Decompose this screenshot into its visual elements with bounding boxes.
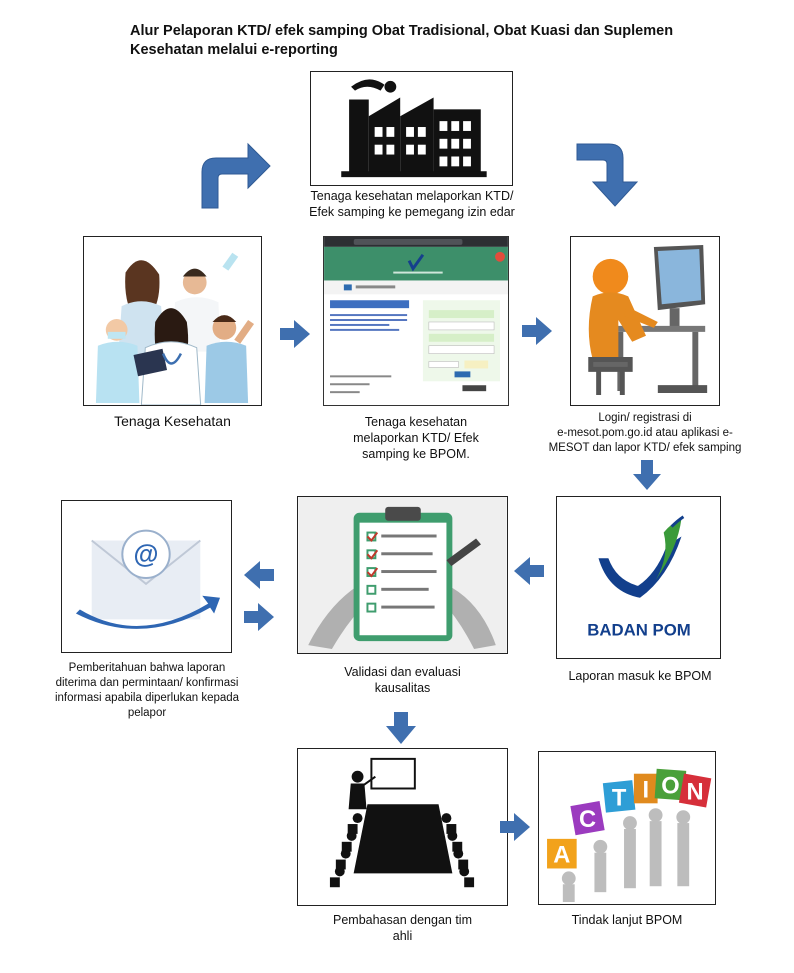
caption-laporan-masuk: Laporan masuk ke BPOM (568, 669, 712, 683)
svg-text:@: @ (133, 541, 158, 569)
factory-box (310, 71, 513, 186)
arrow-right-4 (500, 813, 530, 841)
curved-arrow-right-down (575, 138, 645, 210)
meeting-box (297, 748, 508, 906)
action-letter-o: O (661, 773, 679, 799)
bpom-logo-box: BADAN POM (556, 496, 721, 659)
arrow-down-1 (633, 460, 661, 490)
caption-pembahasan: Pembahasan dengan tim ahli (333, 913, 472, 943)
health-workers-box (83, 236, 262, 406)
caption-tindak-lanjut: Tindak lanjut BPOM (571, 913, 683, 927)
arrow-right-1 (280, 320, 310, 348)
caption-validasi: Validasi dan evaluasi kausalitas (344, 665, 461, 695)
diagram-title-line1: Alur Pelaporan KTD/ efek samping Obat Tr… (130, 23, 674, 39)
diagram-title-line2: Kesehatan melalui e-reporting (130, 42, 338, 58)
action-letter-n: N (687, 779, 704, 805)
factory-icon (341, 79, 487, 178)
caption-login: Login/ registrasi di e-mesot.pom.go.id a… (548, 412, 742, 454)
clipboard-icon (298, 497, 507, 653)
arrow-right-2 (522, 317, 552, 345)
meeting-icon (298, 749, 507, 905)
curved-arrow-up-right (196, 138, 274, 209)
action-letter-i: I (642, 777, 649, 803)
email-box: @ (61, 500, 232, 653)
clipboard-box (297, 496, 508, 654)
action-letter-t: T (612, 785, 627, 811)
arrow-down-2 (386, 712, 416, 744)
arrow-right-3 (244, 603, 274, 631)
action-box: A C T I O N (538, 751, 716, 905)
action-letter-c: C (579, 807, 596, 833)
arrow-left-2 (244, 561, 274, 589)
caption-pemegang-izin: Tenaga kesehatan melaporkan KTD/ Efek sa… (309, 189, 515, 219)
caption-tenaga-kesehatan: Tenaga Kesehatan (114, 413, 231, 429)
arrow-left-1 (514, 557, 544, 585)
web-form-icon (324, 237, 508, 405)
diagram-title: Alur Pelaporan KTD/ efek samping Obat Tr… (130, 22, 770, 60)
health-workers-icon (84, 237, 261, 405)
web-form-box (323, 236, 509, 406)
caption-lapor-bpom: Tenaga kesehatan melaporkan KTD/ Efek sa… (353, 415, 479, 461)
action-letter-a: A (553, 843, 570, 869)
email-icon: @ (62, 501, 231, 652)
bpom-logo-text: BADAN POM (587, 620, 690, 639)
caption-pemberitahuan: Pemberitahuan bahwa laporan diterima dan… (54, 662, 240, 719)
action-icon: A C T I O N (539, 752, 715, 904)
computer-user-box (570, 236, 720, 406)
computer-user-icon (571, 237, 719, 405)
bpom-logo-icon: BADAN POM (557, 497, 720, 658)
